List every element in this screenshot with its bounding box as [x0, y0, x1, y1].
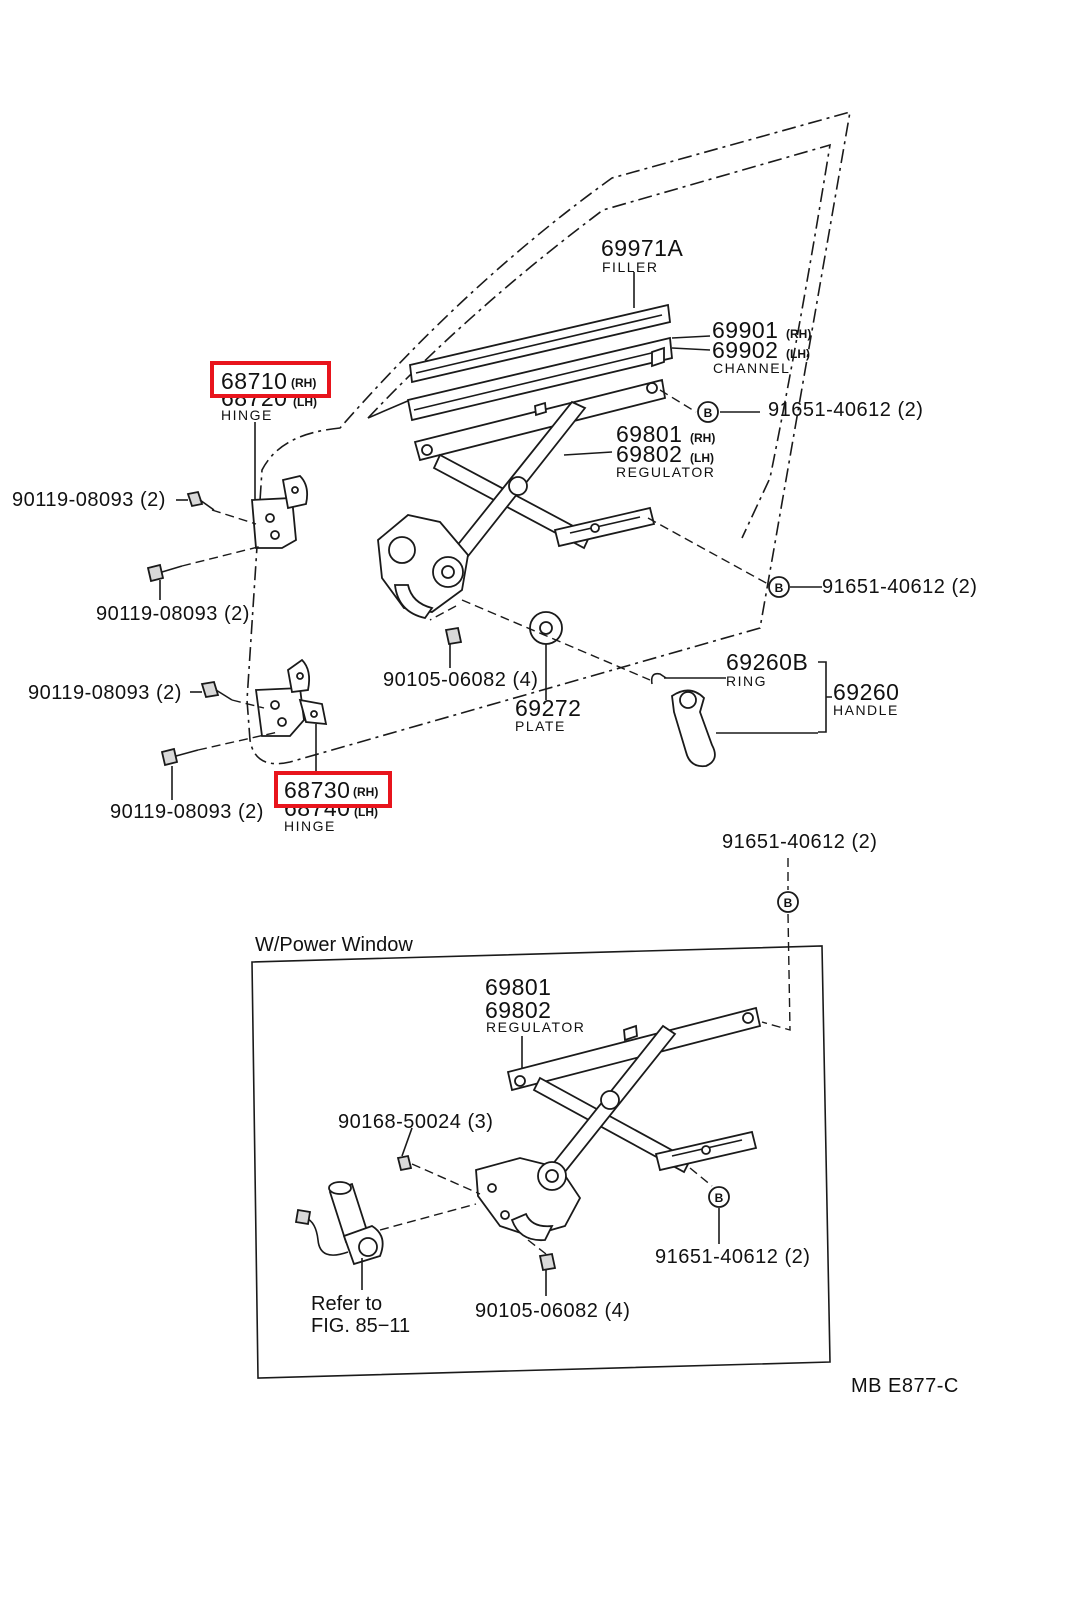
- regulator-part-lh: 69802: [616, 441, 682, 467]
- leader-lines: [159, 272, 832, 800]
- hinge-lower-side: (RH): [353, 785, 378, 799]
- hinge-bolt-1-label: 90119-08093 (2): [12, 489, 166, 511]
- callout-b-4-letter: B: [715, 1191, 724, 1205]
- power-window-inset: W/Power Window 69801 69802 REGULATOR: [251, 934, 831, 1379]
- refer-line-1: Refer to: [311, 1293, 382, 1315]
- bolt-b2-label: 91651-40612 (2): [822, 576, 977, 598]
- assembly-lines: [181, 389, 769, 751]
- channel-part-rh: 69901: [712, 317, 778, 343]
- filler-part-number: 69971A: [601, 235, 683, 261]
- window-handle: [671, 689, 716, 768]
- bolt-b4-label: 91651-40612 (2): [655, 1246, 810, 1268]
- plate-part-number: 69272: [515, 695, 581, 721]
- regulator-side-rh: (RH): [690, 431, 715, 445]
- ring-part-number: 69260B: [726, 649, 808, 675]
- plate-washer: [529, 611, 563, 645]
- pw-regulator-part-2: 69802: [485, 997, 551, 1023]
- diagram-code: MB E877-C: [851, 1375, 959, 1397]
- callout-b-3: B: [777, 891, 799, 913]
- hinge-bolt-2-label: 90119-08093 (2): [96, 603, 250, 625]
- callout-b-1: B: [697, 401, 719, 423]
- handle-part-number: 69260: [833, 679, 899, 705]
- pw-regulator-part-1: 69801: [485, 974, 551, 1000]
- callout-b-3-letter: B: [784, 896, 793, 910]
- filler-strip: [409, 303, 671, 384]
- bolt-90105-a-label: 90105-06082 (4): [383, 669, 538, 691]
- power-window-motor: [294, 1181, 384, 1266]
- channel-side-rh: (RH): [786, 327, 811, 341]
- pw-bolt-icon: [538, 1252, 557, 1272]
- regulator-name: REGULATOR: [616, 464, 715, 480]
- hinge-lower-part: 68730: [284, 777, 350, 803]
- upper-hinge: [251, 475, 309, 549]
- plate-name: PLATE: [515, 718, 566, 734]
- callout-b-2-letter: B: [775, 581, 784, 595]
- manual-regulator: [377, 378, 667, 620]
- channel-part-lh: 69902: [712, 337, 778, 363]
- hinge-bolt-3-label: 90119-08093 (2): [28, 682, 182, 704]
- regulator-part-rh: 69801: [616, 421, 682, 447]
- hinge-bolt-4-label: 90119-08093 (2): [110, 801, 264, 823]
- ring-name: RING: [726, 673, 767, 689]
- hinge-upper-part: 68710: [221, 368, 287, 394]
- power-regulator: [475, 1006, 762, 1242]
- bolt-b3-label: 91651-40612 (2): [722, 831, 877, 853]
- hinge-bolt-icon-4: [160, 747, 199, 767]
- pw-screw-label: 90168-50024 (3): [338, 1111, 493, 1133]
- hinge-lower-name: HINGE: [284, 818, 336, 834]
- ring-clip: [650, 672, 667, 685]
- hinge-lower-alt-side: (LH): [354, 805, 378, 819]
- hinge-bolt-icon-3: [200, 680, 233, 701]
- regulator-side-lh: (LH): [690, 451, 714, 465]
- regulator-bolt-icon: [444, 626, 463, 668]
- pw-regulator-name: REGULATOR: [486, 1019, 585, 1035]
- hinge-upper-alt-side: (LH): [293, 395, 317, 409]
- door-outline: [246, 110, 852, 765]
- channel-name: CHANNEL: [713, 360, 790, 376]
- channel-strip: [406, 336, 673, 422]
- handle-name: HANDLE: [833, 702, 899, 718]
- lower-hinge: [254, 658, 328, 737]
- pw-screw-icon: [396, 1154, 413, 1172]
- callout-b-4: B: [708, 1186, 730, 1208]
- refer-line-2: FIG. 85−11: [311, 1315, 410, 1337]
- hinge-upper-side: (RH): [291, 376, 316, 390]
- bolt-b1-label: 91651-40612 (2): [768, 399, 923, 421]
- highlight-box-68730: [274, 771, 392, 808]
- filler-name: FILLER: [602, 259, 658, 275]
- callout-b-2: B: [768, 576, 790, 598]
- hinge-bolt-icon-1: [186, 490, 215, 511]
- hinge-upper-name: HINGE: [221, 407, 273, 423]
- callout-b-1-letter: B: [704, 406, 713, 420]
- channel-side-lh: (LH): [786, 347, 810, 361]
- hinge-bolt-icon-2: [146, 563, 183, 583]
- bolt-90105-b-label: 90105-06082 (4): [475, 1300, 630, 1322]
- power-window-title: W/Power Window: [255, 934, 413, 956]
- highlight-box-68710: [210, 361, 331, 398]
